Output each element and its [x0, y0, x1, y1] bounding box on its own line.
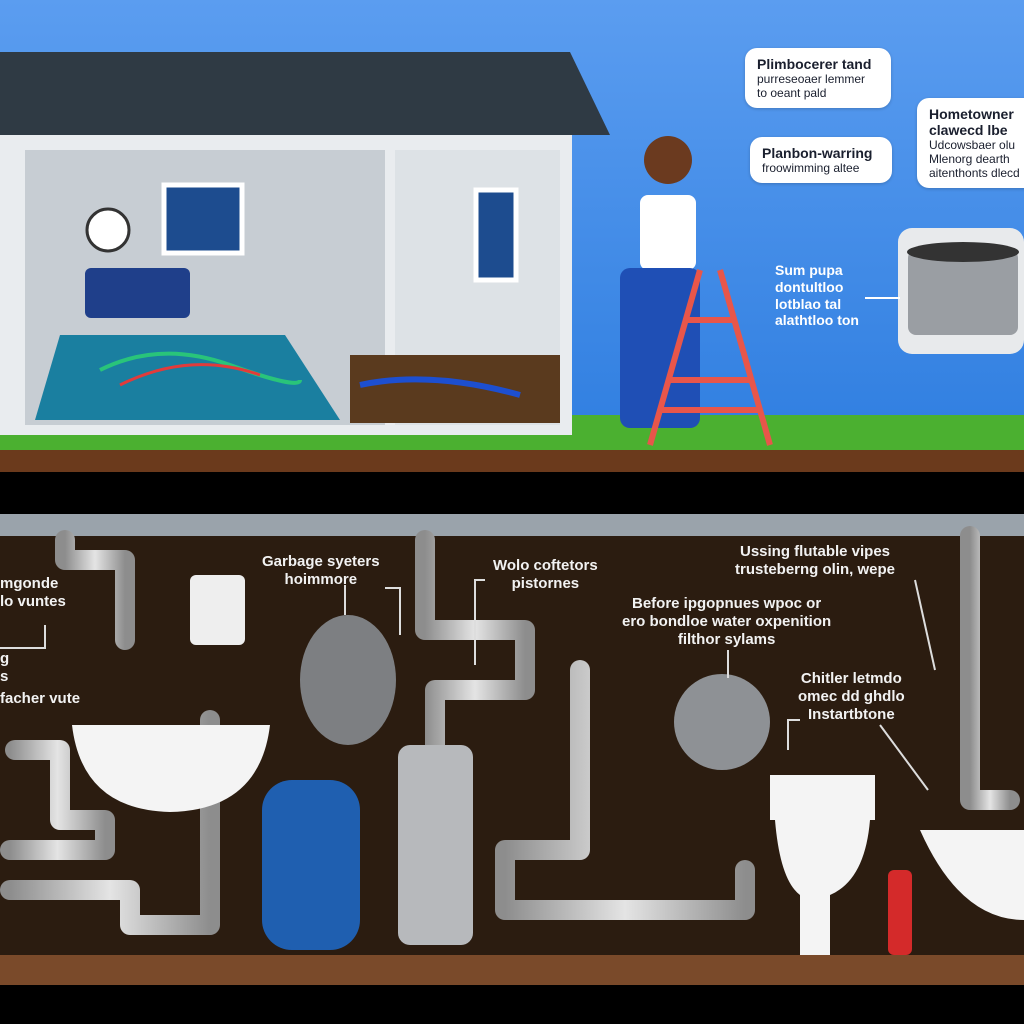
soil	[0, 450, 1024, 472]
label-line: hoimmore	[284, 571, 358, 588]
black-band	[0, 472, 1024, 514]
expansion-tank	[300, 615, 396, 745]
label-line: filthor sylams	[677, 631, 776, 648]
sump-pump-icon	[908, 250, 1018, 335]
basement-floor	[0, 955, 1024, 985]
clock-icon	[85, 207, 131, 253]
bubble-title: Hometowner clawecd lbe	[929, 106, 1014, 138]
label-leaders	[0, 579, 936, 791]
toilet	[770, 775, 875, 955]
speech-bubble-homeowner: Hometowner clawecd lbe Udcowsbaer olu Ml…	[917, 98, 1024, 188]
label-line: Instartbtone	[808, 706, 895, 723]
pool-water	[35, 335, 340, 420]
label-line: pistornes	[511, 575, 580, 592]
label-garbage: Garbage syeters hoimmore	[262, 553, 380, 589]
plumber-shirt	[640, 195, 696, 270]
label-line: lo vuntes	[0, 593, 66, 610]
bubble-line: purreseoaer lemmer	[757, 72, 866, 86]
label-line: Ussing flutable vipes	[739, 543, 891, 560]
sofa	[85, 268, 190, 318]
label-line: s	[0, 668, 9, 685]
label-line: trusteberng olin, wepe	[735, 561, 896, 578]
label-flexible-pipes: Ussing flutable vipes trusteberng olin, …	[735, 543, 895, 579]
sump-pump-label: Sum pupa dontultloo lotblao tal alathtlo…	[775, 262, 859, 329]
label-line: Wolo coftetors	[493, 557, 598, 574]
bubble-title: Planbon-warring	[762, 145, 873, 161]
label-line: g	[0, 650, 10, 667]
speech-bubble-plumber-tools: Plimbocerer tand purreseoaer lemmer to o…	[745, 48, 891, 108]
label-line: Sum pupa	[775, 262, 843, 278]
label-left-top: mgonde lo vuntes	[0, 575, 66, 611]
label-line: mgonde	[0, 575, 59, 592]
plumber-jeans	[620, 268, 700, 428]
pipes	[0, 526, 1020, 935]
crawlspace	[350, 355, 560, 423]
window	[161, 182, 245, 256]
label-left-bottom: facher vute	[0, 690, 81, 707]
sink-left	[72, 725, 270, 812]
basement-ceiling	[0, 514, 1024, 536]
pressure-tank	[262, 780, 360, 950]
label-wolo: Wolo coftetors pistornes	[493, 557, 598, 593]
bubble-line: Mlenorg dearth	[929, 152, 1010, 166]
bubble-title: Plimbocerer tand	[757, 56, 872, 72]
bubble-line: aitenthonts dlecd	[929, 166, 1020, 180]
window-right	[473, 187, 519, 283]
bubble-line: Udcowsbaer olu	[929, 138, 1016, 152]
label-line: Before ipgopnues wpoc or	[632, 595, 822, 612]
speech-bubble-plumber-warning: Planbon-warring froowimming altee	[750, 137, 892, 183]
bubble-line: to oeant pald	[757, 86, 827, 100]
filter-tank	[674, 674, 770, 770]
label-line: lotblao tal	[775, 295, 842, 312]
sink-right	[920, 830, 1024, 920]
plumber-head	[644, 136, 692, 184]
label-left-mid: g s	[0, 650, 9, 686]
label-line: Chitler letmdo	[800, 670, 902, 687]
house	[0, 52, 610, 435]
bubble-line: froowimming altee	[762, 161, 860, 175]
label-line: Garbage syeters	[262, 553, 380, 570]
label-chitler: Chitler letmdo omec dd ghdlo Instartbton…	[798, 670, 905, 724]
label-line: omec dd ghdlo	[798, 688, 905, 705]
label-line: alathtloo ton	[775, 312, 859, 329]
plumber	[620, 136, 700, 428]
ladder-icon	[647, 269, 773, 446]
fire-extinguisher	[888, 870, 912, 955]
label-line: ero bondloe water oxpenition	[622, 613, 832, 630]
label-filter-system: Before ipgopnues wpoc or ero bondloe wat…	[622, 595, 831, 649]
wall-heater	[190, 575, 245, 645]
water-heater	[398, 745, 473, 945]
label-line: dontultloo	[775, 278, 844, 295]
roof	[0, 52, 610, 135]
